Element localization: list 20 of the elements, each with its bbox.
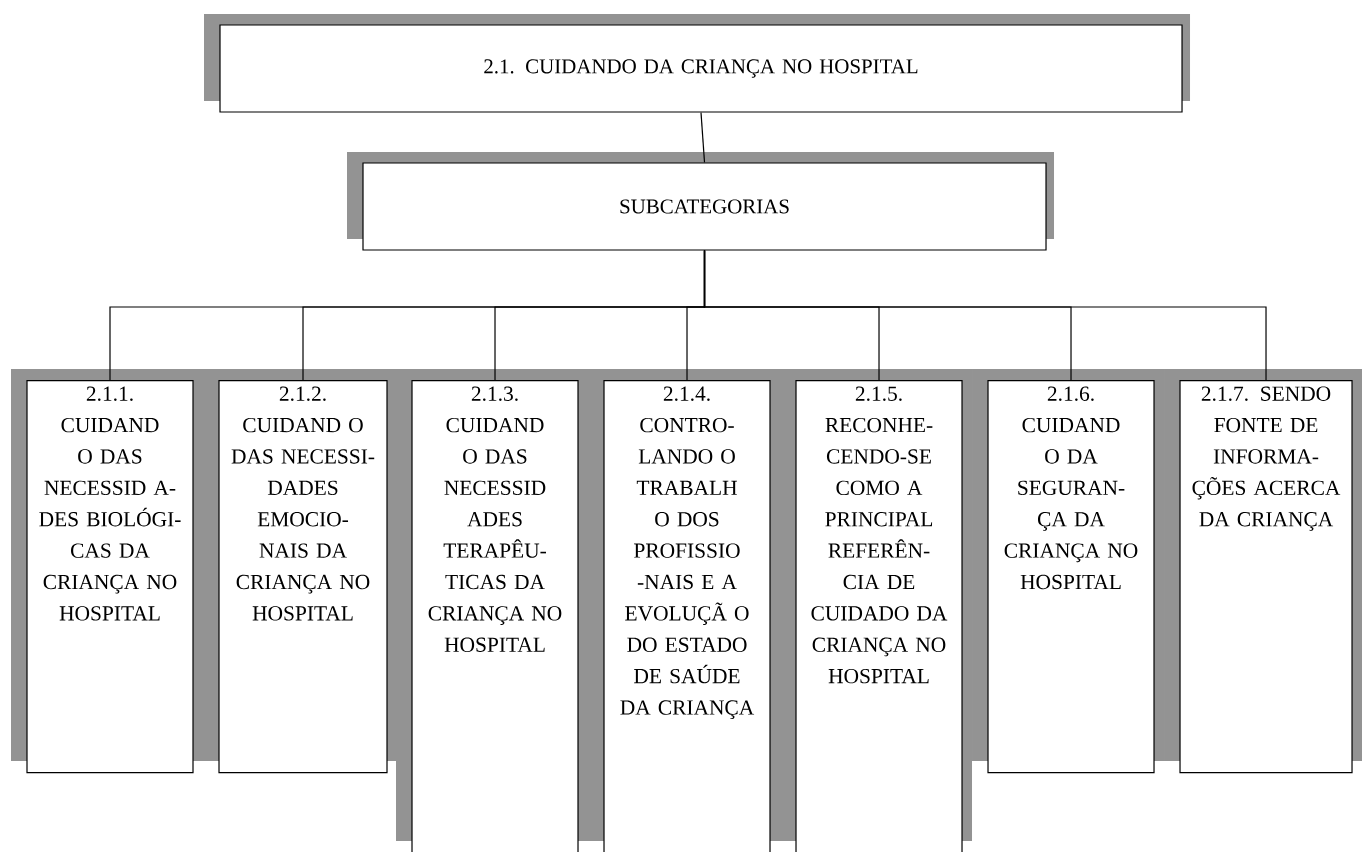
subcategory-box: [1179, 380, 1353, 774]
category-box: [362, 162, 1047, 251]
node-label: 2.1.7. SENDO FONTE DE INFORMA- ÇÕES ACERCA DA CRIANÇA: [1192, 386, 1341, 531]
node-label: 2.1.3. CUIDAND O DAS NECESSID ADES TERAPÊU- TICAS DA CRIANÇA NO HOSPITAL: [428, 386, 562, 652]
category-box: [219, 24, 1183, 113]
subcategory-box: [603, 380, 771, 852]
node-label: 2.1.1. CUIDAND O DAS NECESSID A-DES BIOLÓGI- CAS DA CRIANÇA NO HOSPITAL: [39, 386, 181, 621]
node-label: SUBCATEGORIAS: [620, 199, 789, 214]
subcategory-box: [795, 380, 963, 852]
node-label: 2.1.6. CUIDAND O DA SEGURAN- ÇA DA CRIANÇA NO HOSPITAL: [1004, 386, 1138, 590]
subcategory-box: [987, 380, 1155, 774]
connector-line: [700, 112, 706, 163]
node-label: 2.1.4. CONTRO- LANDO O TRABALH O DOS PROFISSIO -NAIS E A EVOLUÇÃ O DO ESTADO DE SAÚDE DA CRIANÇA: [620, 386, 755, 720]
node-label: 2.1. CUIDANDO DA CRIANÇA NO HOSPITAL: [484, 59, 918, 78]
subcategory-box: [26, 380, 194, 774]
connector-line: [703, 250, 1267, 381]
subcategory-box: [218, 380, 388, 774]
subcategory-box: [411, 380, 579, 852]
node-label: 2.1.2. CUIDAND O DAS NECESSI- DADES EMOCIO- NAIS DA CRIANÇA NO HOSPITAL: [231, 386, 375, 621]
node-label: 2.1.5. RECONHE- CENDO-SE COMO A PRINCIPAL REFERÊN- CIA DE CUIDADO DA CRIANÇA NO HOSPITAL: [811, 386, 948, 684]
